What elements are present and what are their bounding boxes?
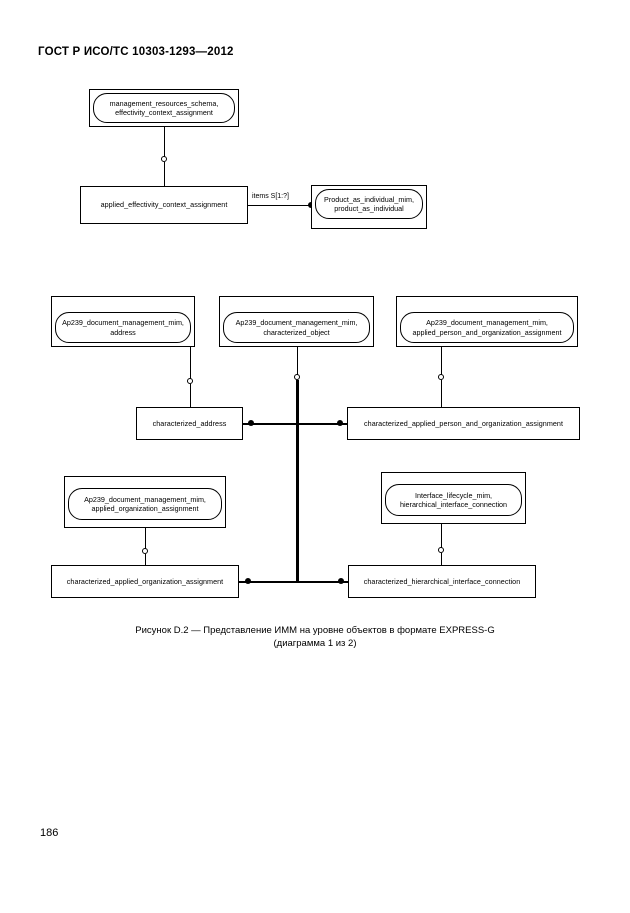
node-characterized-applied-person-and-organization-assignment[interactable]: characterized_applied_person_and_organiz…: [347, 407, 580, 440]
edge-row2-left-horizontal: [239, 581, 298, 583]
edge-schema-to-applied: [164, 127, 165, 157]
edge-row2-left-dot: [245, 578, 251, 584]
node-label-line1: management_resources_schema,: [109, 98, 219, 108]
edge-row1-left-dot: [248, 420, 254, 426]
edge-row1-left-horizontal: [243, 423, 298, 425]
edge-trunk-vertical: [296, 380, 299, 582]
node-ap239-applied-organization[interactable]: Ap239_document_management_mim, applied_o…: [68, 488, 222, 520]
node-label-line2: applied_organization_assignment: [91, 504, 199, 513]
node-label-line1: Product_as_individual_mim,: [324, 194, 414, 204]
edge-endpoint-circle: [438, 374, 444, 380]
edge-address-down-lower: [190, 384, 191, 407]
figure-caption-line1: Рисунок D.2 — Представление ИММ на уровн…: [135, 625, 495, 636]
edge-applied-person-down: [441, 347, 442, 375]
node-ap239-address[interactable]: Ap239_document_management_mim, address: [55, 312, 191, 343]
node-label-line1: Ap239_document_management_mim,: [235, 318, 358, 327]
node-product-as-individual[interactable]: Product_as_individual_mim, product_as_in…: [315, 189, 423, 219]
node-interface-lifecycle[interactable]: Interface_lifecycle_mim, hierarchical_in…: [385, 484, 522, 516]
node-label: characterized_applied_person_and_organiz…: [364, 418, 563, 428]
edge-row1-right-horizontal: [298, 423, 347, 425]
edge-endpoint-circle: [161, 156, 167, 162]
page-header: ГОСТ Р ИСО/ТС 10303-1293—2012: [38, 46, 234, 58]
edge-endpoint-circle: [438, 547, 444, 553]
edge-row2-right-horizontal: [298, 581, 348, 583]
node-label-line2: hierarchical_interface_connection: [399, 500, 508, 509]
edge-endpoint-circle: [187, 378, 193, 384]
edge-endpoint-circle: [294, 374, 300, 380]
edge-address-down: [190, 347, 191, 379]
figure-caption: Рисунок D.2 — Представление ИММ на уровн…: [0, 624, 630, 650]
edge-applied-person-down-lower: [441, 380, 442, 407]
edge-interface-lifecycle-down-lower: [441, 553, 442, 565]
page-number: 186: [40, 827, 59, 839]
edge-applied-org-down: [145, 528, 146, 549]
edge-label-items: items S[1:?]: [252, 193, 289, 200]
node-label: characterized_applied_organization_assig…: [66, 576, 224, 586]
node-label: characterized_address: [152, 418, 227, 428]
node-characterized-address[interactable]: characterized_address: [136, 407, 243, 440]
edge-endpoint-circle: [142, 548, 148, 554]
edge-row2-right-dot: [338, 578, 344, 584]
node-characterized-applied-organization-assignment[interactable]: characterized_applied_organization_assig…: [51, 565, 239, 598]
node-label-line2: product_as_individual: [334, 204, 404, 213]
edge-items-line: [248, 205, 312, 206]
edge-row1-right-dot: [337, 420, 343, 426]
node-applied-effectivity-context-assignment[interactable]: applied_effectivity_context_assignment: [80, 186, 248, 224]
figure-caption-line2: (диаграмма 1 из 2): [273, 638, 357, 649]
node-label: characterized_hierarchical_interface_con…: [363, 576, 521, 586]
node-characterized-hierarchical-interface-connection[interactable]: characterized_hierarchical_interface_con…: [348, 565, 536, 598]
edge-interface-lifecycle-down: [441, 524, 442, 548]
node-label-line2: address: [110, 327, 136, 337]
edge-applied-org-down-lower: [145, 554, 146, 565]
node-management-resources-schema[interactable]: management_resources_schema, effectivity…: [93, 93, 235, 123]
node-ap239-applied-person-org[interactable]: Ap239_document_management_mim, applied_p…: [400, 312, 574, 343]
node-ap239-characterized-object[interactable]: Ap239_document_management_mim, character…: [223, 312, 370, 343]
node-label-line1: Ap239_document_management_mim,: [62, 318, 184, 327]
node-label-line2: applied_person_and_organization_assignme…: [412, 327, 562, 337]
node-label-line2: characterized_object: [263, 327, 330, 337]
node-label-line1: Interface_lifecycle_mim,: [414, 490, 493, 500]
node-label-line1: Ap239_document_management_mim,: [426, 318, 548, 327]
edge-schema-to-applied-lower: [164, 162, 165, 186]
node-label: applied_effectivity_context_assignment: [100, 200, 228, 210]
edge-characterized-object-down: [297, 347, 298, 375]
node-label-line1: Ap239_document_management_mim,: [84, 494, 206, 504]
node-label-line2: effectivity_context_assignment: [115, 108, 213, 117]
